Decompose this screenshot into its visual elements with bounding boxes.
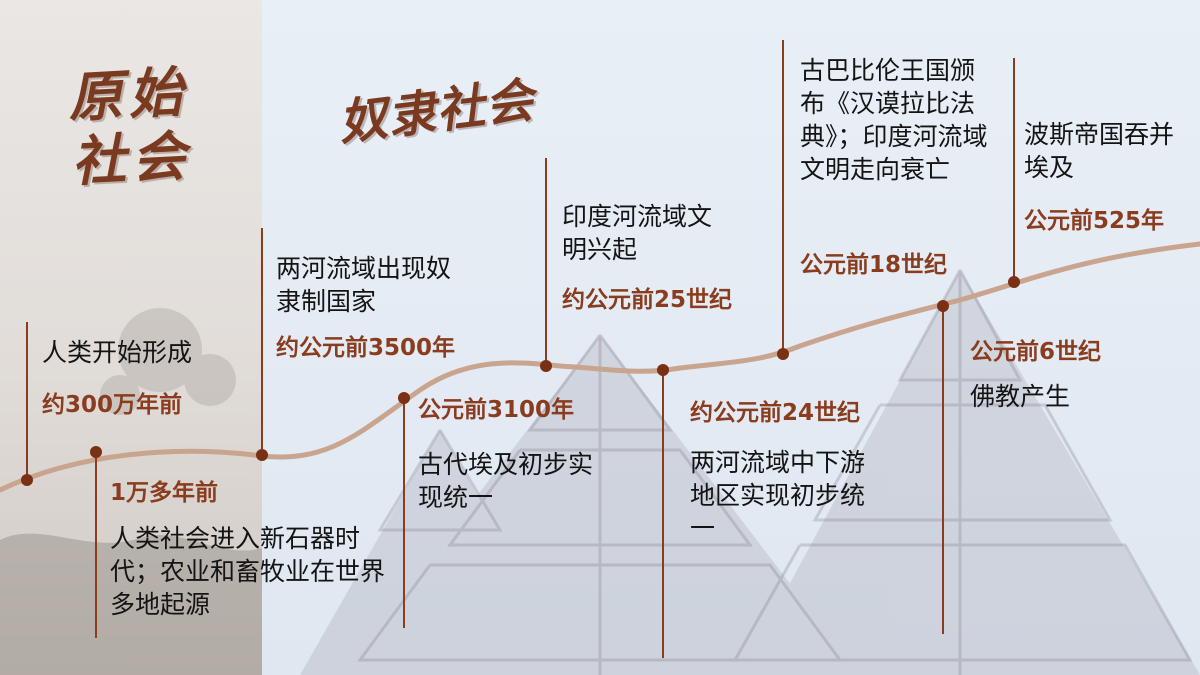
- event-description-hammurabi-code: 古巴比伦王国颁布《汉谟拉比法典》；印度河流域文明走向衰亡: [800, 56, 988, 184]
- marker-indus-rise: [540, 360, 552, 372]
- event-date-persia-egypt: 公元前525年: [1024, 208, 1165, 234]
- marker-mesopotamia-unification: [657, 364, 669, 376]
- event-description-mesopotamia-slavery: 两河流域出现奴隶制国家: [276, 254, 452, 316]
- marker-neolithic: [90, 446, 102, 458]
- marker-human-origin: [21, 474, 33, 486]
- marker-hammurabi-code: [777, 348, 789, 360]
- slave-era-background: [262, 0, 1200, 675]
- event-date-egypt-unification: 公元前3100年: [418, 397, 575, 423]
- event-date-buddhism: 公元前6世纪: [970, 339, 1102, 365]
- marker-persia-egypt: [1008, 276, 1020, 288]
- event-description-mesopotamia-unification: 两河流域中下游地区实现初步统一: [690, 448, 866, 543]
- marker-egypt-unification: [398, 392, 410, 404]
- event-date-mesopotamia-slavery: 约公元前3500年: [276, 335, 456, 361]
- event-description-indus-rise: 印度河流域文明兴起: [562, 202, 713, 264]
- event-description-neolithic: 人类社会进入新石器时代；农业和畜牧业在世界多地起源: [110, 524, 386, 619]
- primitive-era-background: [0, 0, 262, 675]
- era-title-primitive: 原始社会: [66, 59, 194, 194]
- event-description-buddhism: 佛教产生: [970, 382, 1071, 411]
- event-description-human-origin: 人类开始形成: [42, 338, 193, 367]
- event-date-mesopotamia-unification: 约公元前24世纪: [690, 400, 861, 426]
- event-description-persia-egypt: 波斯帝国吞并埃及: [1024, 120, 1175, 182]
- event-date-neolithic: 1万多年前: [110, 480, 219, 506]
- marker-mesopotamia-slavery: [256, 449, 268, 461]
- ink-texture: [0, 308, 262, 675]
- event-description-egypt-unification: 古代埃及初步实现统一: [418, 450, 594, 512]
- event-date-human-origin: 约300万年前: [42, 392, 183, 418]
- event-date-indus-rise: 约公元前25世纪: [562, 287, 733, 313]
- marker-buddhism: [937, 300, 949, 312]
- event-date-hammurabi-code: 公元前18世纪: [800, 252, 948, 278]
